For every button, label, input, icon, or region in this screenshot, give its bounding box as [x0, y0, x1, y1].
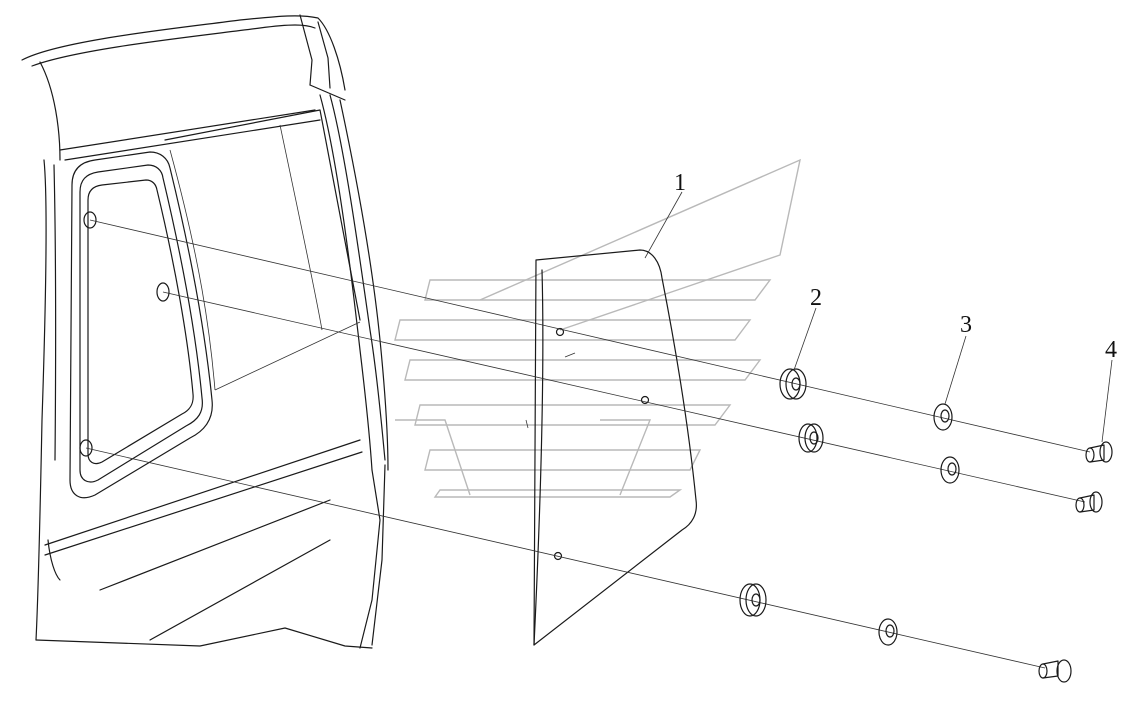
- rivet-top: [1085, 441, 1113, 463]
- watermark-logo: [394, 158, 801, 498]
- rivet-bottom: [1038, 659, 1072, 683]
- rivets: [1038, 441, 1113, 683]
- washer-middle: [940, 456, 960, 484]
- glass-pane: [525, 249, 697, 646]
- grommets: [739, 368, 824, 617]
- callout-2: 2: [810, 285, 822, 311]
- callouts: 1 2 3 4: [674, 170, 1117, 363]
- grommet-middle: [798, 423, 824, 453]
- cab-panel: [21, 14, 389, 649]
- washer-top: [933, 403, 953, 431]
- rivet-middle: [1075, 491, 1103, 513]
- grommet-bottom: [739, 583, 767, 617]
- assembly-lines: [85, 219, 1091, 669]
- leader-lines: [644, 191, 1113, 443]
- washers: [878, 403, 960, 646]
- callout-1: 1: [674, 170, 686, 196]
- callout-3: 3: [960, 312, 972, 338]
- callout-4: 4: [1105, 337, 1117, 363]
- grommet-top: [779, 368, 807, 400]
- washer-bottom: [878, 618, 898, 646]
